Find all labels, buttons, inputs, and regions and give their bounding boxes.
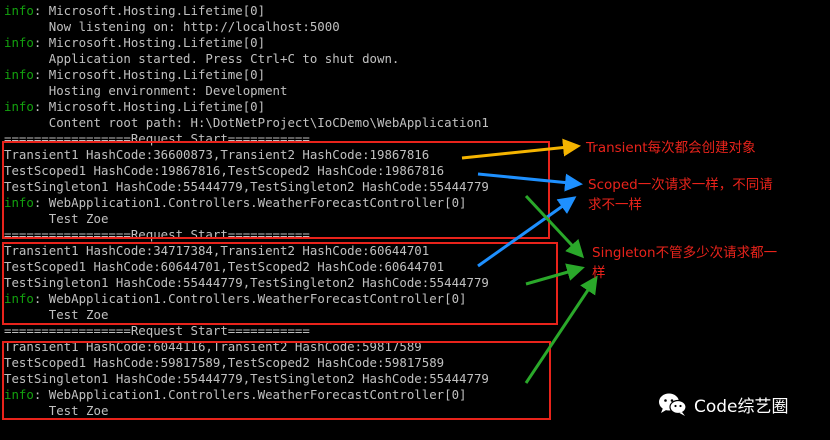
console-line: info: WebApplication1.Controllers.Weathe… bbox=[4, 195, 467, 211]
console-line-text: : Microsoft.Hosting.Lifetime[0] bbox=[33, 67, 266, 82]
singleton-arrow-1 bbox=[524, 194, 585, 259]
console-line-text: : WebApplication1.Controllers.WeatherFor… bbox=[33, 387, 467, 402]
console-line-text: Now listening on: http://localhost:5000 bbox=[4, 19, 340, 34]
singleton-arrow-3 bbox=[524, 275, 598, 384]
console-line-text: Application started. Press Ctrl+C to shu… bbox=[4, 51, 400, 66]
console-line: TestSingleton1 HashCode:55444779,TestSin… bbox=[4, 179, 489, 195]
log-level-prefix: info bbox=[4, 3, 34, 18]
console-line: info: Microsoft.Hosting.Lifetime[0] bbox=[4, 35, 265, 51]
transient-annotation: Transient每次都会创建对象 bbox=[586, 140, 756, 156]
request-highlight-box-2 bbox=[2, 242, 558, 325]
wechat-icon bbox=[659, 393, 687, 416]
scoped-arrow-2 bbox=[477, 196, 577, 268]
watermark: Code综艺圈 bbox=[658, 390, 789, 418]
log-level-prefix: info bbox=[4, 35, 34, 50]
console-line-text: TestScoped1 HashCode:19867816,TestScoped… bbox=[4, 163, 445, 178]
console-line: Content root path: H:\DotNetProject\IoCD… bbox=[4, 115, 489, 131]
console-line-text: TestSingleton1 HashCode:55444779,TestSin… bbox=[4, 371, 489, 386]
console-line: info: WebApplication1.Controllers.Weathe… bbox=[4, 387, 467, 403]
console-line-text: TestScoped1 HashCode:59817589,TestScoped… bbox=[4, 355, 445, 370]
console-line: Now listening on: http://localhost:5000 bbox=[4, 19, 340, 35]
log-level-prefix: info bbox=[4, 99, 34, 114]
console-line-text: : Microsoft.Hosting.Lifetime[0] bbox=[33, 35, 266, 50]
console-line-text: : WebApplication1.Controllers.WeatherFor… bbox=[33, 195, 467, 210]
console-line: info: Microsoft.Hosting.Lifetime[0] bbox=[4, 3, 265, 19]
console-line-text: : Microsoft.Hosting.Lifetime[0] bbox=[33, 99, 266, 114]
console-line: info: Microsoft.Hosting.Lifetime[0] bbox=[4, 67, 265, 83]
console-line: TestScoped1 HashCode:60644701,TestScoped… bbox=[4, 259, 444, 275]
console-line: TestSingleton1 HashCode:55444779,TestSin… bbox=[4, 275, 489, 291]
transient-arrow bbox=[461, 138, 581, 160]
console-line-text: TestSingleton1 HashCode:55444779,TestSin… bbox=[4, 179, 489, 194]
console-line-text: Test Zoe bbox=[4, 403, 109, 418]
console-line-text: : Microsoft.Hosting.Lifetime[0] bbox=[33, 3, 266, 18]
console-line: Application started. Press Ctrl+C to shu… bbox=[4, 51, 400, 67]
console-line: Transient1 HashCode:34717384,Transient2 … bbox=[4, 243, 429, 259]
console-line: TestSingleton1 HashCode:55444779,TestSin… bbox=[4, 371, 489, 387]
console-line-text: TestScoped1 HashCode:60644701,TestScoped… bbox=[4, 259, 445, 274]
console-line-text: Transient1 HashCode:34717384,Transient2 … bbox=[4, 243, 430, 258]
console-line: TestScoped1 HashCode:59817589,TestScoped… bbox=[4, 355, 444, 371]
console-line-text: Content root path: H:\DotNetProject\IoCD… bbox=[4, 115, 489, 130]
console-line-text: Test Zoe bbox=[4, 211, 109, 226]
singleton-annotation-line2: 样 bbox=[592, 265, 606, 281]
request-highlight-box-1 bbox=[2, 141, 550, 239]
console-line: Test Zoe bbox=[4, 211, 109, 227]
console-line: Test Zoe bbox=[4, 403, 109, 419]
console-line-text: : WebApplication1.Controllers.WeatherFor… bbox=[33, 291, 467, 306]
console-line: info: WebApplication1.Controllers.Weathe… bbox=[4, 291, 467, 307]
console-line: Hosting environment: Development bbox=[4, 83, 288, 99]
log-level-prefix: info bbox=[4, 67, 34, 82]
log-level-prefix: info bbox=[4, 291, 34, 306]
scoped-arrow-1 bbox=[477, 172, 583, 192]
console-line: =================Request Start==========… bbox=[4, 323, 310, 339]
console-line: Test Zoe bbox=[4, 307, 109, 323]
watermark-text: Code综艺圈 bbox=[694, 396, 789, 417]
console-line: Transient1 HashCode:36600873,Transient2 … bbox=[4, 147, 429, 163]
console-line-text: Transient1 HashCode:36600873,Transient2 … bbox=[4, 147, 430, 162]
singleton-arrow-2 bbox=[525, 263, 585, 286]
console-line-text: =================Request Start==========… bbox=[4, 323, 310, 338]
scoped-annotation-line2: 求不一样 bbox=[588, 197, 642, 213]
log-level-prefix: info bbox=[4, 195, 34, 210]
scoped-annotation-line1: Scoped一次请求一样，不同请 bbox=[588, 177, 773, 193]
request-highlight-box-3 bbox=[2, 341, 551, 420]
console-line: info: Microsoft.Hosting.Lifetime[0] bbox=[4, 99, 265, 115]
singleton-annotation-line1: Singleton不管多少次请求都一 bbox=[592, 245, 778, 261]
console-line-text: Hosting environment: Development bbox=[4, 83, 288, 98]
console-line-text: TestSingleton1 HashCode:55444779,TestSin… bbox=[4, 275, 489, 290]
console-line-text: Test Zoe bbox=[4, 307, 109, 322]
console-line: TestScoped1 HashCode:19867816,TestScoped… bbox=[4, 163, 444, 179]
log-level-prefix: info bbox=[4, 387, 34, 402]
